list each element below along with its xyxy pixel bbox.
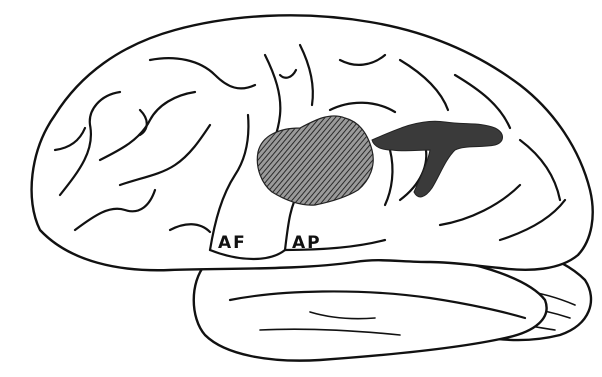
label-ap: AP [292,233,322,253]
label-af: AF [218,233,247,253]
